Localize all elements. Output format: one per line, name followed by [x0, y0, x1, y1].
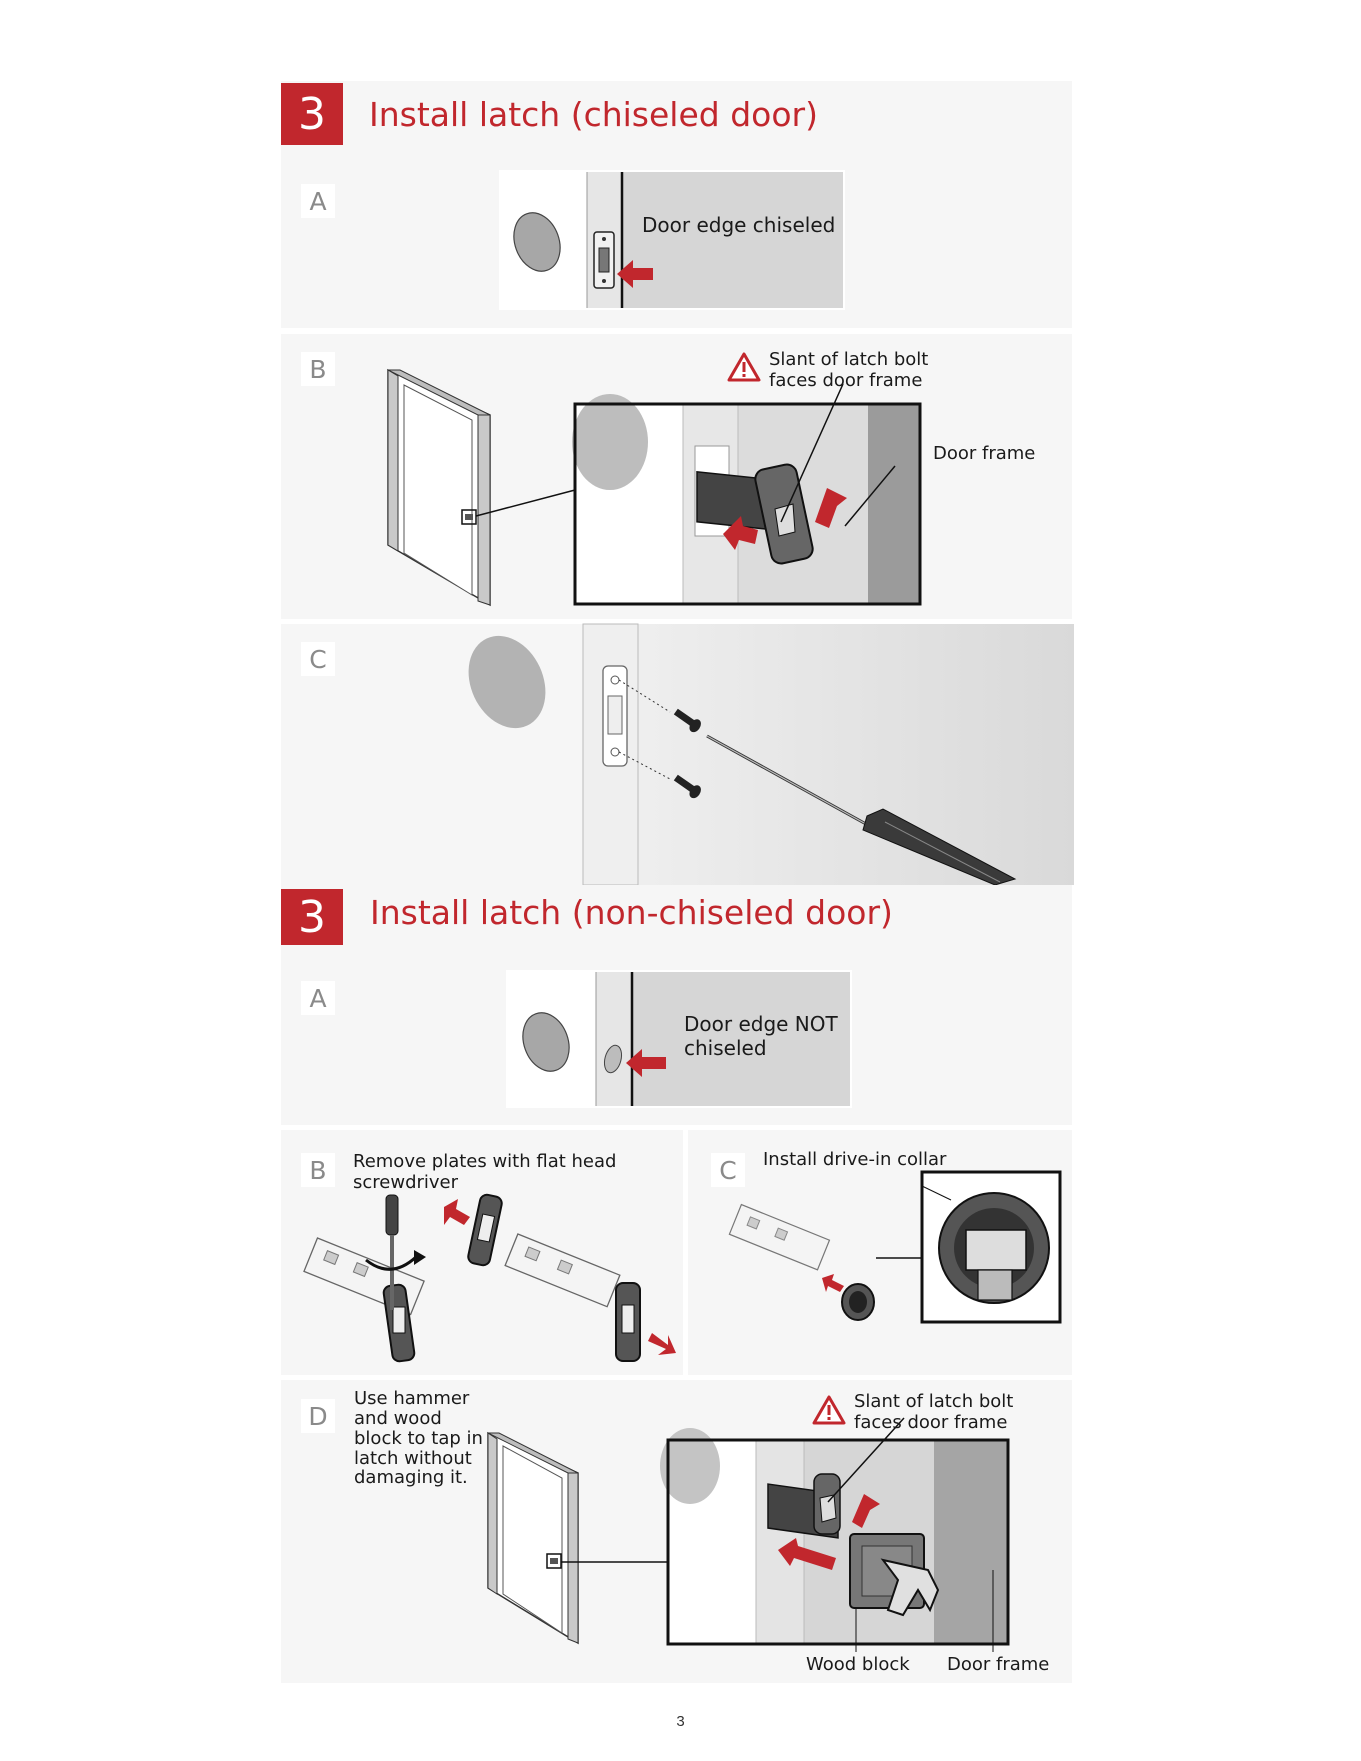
section2-d-warning-line2: faces door frame	[854, 1412, 1007, 1433]
section1-step-number: 3	[281, 83, 343, 145]
section2-d-instruction-5: damaging it.	[354, 1467, 468, 1488]
section2-d-letter: D	[301, 1399, 335, 1433]
section2-d-instruction-4: latch without	[354, 1448, 472, 1469]
page-number: 3	[0, 1713, 1361, 1730]
arrow-icon	[822, 1274, 844, 1292]
section2-d-wood-block-label: Wood block	[806, 1654, 910, 1675]
section1-a-letter: A	[301, 184, 335, 218]
arrow-icon	[444, 1199, 470, 1225]
door-illustration-d	[482, 1428, 587, 1648]
screw-latch-illustration	[455, 624, 1074, 885]
arrow-icon	[648, 1333, 676, 1355]
section2-d-instruction-1: Use hammer	[354, 1388, 469, 1409]
section2-d-warning-line1: Slant of latch bolt	[854, 1391, 1013, 1412]
section2-b-letter: B	[301, 1153, 335, 1187]
section2-c-label: Install drive-in collar	[763, 1149, 946, 1170]
section1-b-door-frame-label: Door frame	[933, 443, 1035, 464]
section1-b-warning-line2: faces door frame	[769, 370, 922, 391]
section2-step-number: 3	[281, 889, 343, 945]
section2-a-label-line2: chiseled	[684, 1036, 767, 1060]
section1-c-letter: C	[301, 642, 335, 676]
warning-icon	[728, 352, 760, 382]
section2-d-door-frame-label: Door frame	[947, 1654, 1049, 1675]
door-edge-chiseled-illustration	[499, 170, 845, 310]
warning-icon	[813, 1395, 845, 1425]
callout-line-d	[561, 1560, 671, 1564]
section1-b-letter: B	[301, 352, 335, 386]
section2-title: Install latch (non-chiseled door)	[370, 893, 893, 932]
section2-d-instruction-3: block to tap in	[354, 1428, 483, 1449]
section1-b-warning-line1: Slant of latch bolt	[769, 349, 928, 370]
section2-d-instruction-2: and wood	[354, 1408, 442, 1429]
section2-b-line1: Remove plates with flat head	[353, 1151, 616, 1172]
section2-b-line2: screwdriver	[353, 1172, 458, 1193]
remove-plates-illustration	[296, 1195, 681, 1370]
section1-title: Install latch (chiseled door)	[369, 95, 818, 134]
hammer-latch-illustration	[668, 1440, 1008, 1644]
callout-line	[476, 488, 576, 518]
drive-in-collar-illustration	[726, 1170, 1062, 1370]
section2-a-label-line1: Door edge NOT	[684, 1012, 838, 1036]
door-edge-not-chiseled-illustration	[506, 970, 852, 1108]
section2-a-letter: A	[301, 981, 335, 1015]
door-edge-chiseled-label: Door edge chiseled	[642, 213, 835, 237]
latch-insert-illustration	[575, 404, 920, 604]
